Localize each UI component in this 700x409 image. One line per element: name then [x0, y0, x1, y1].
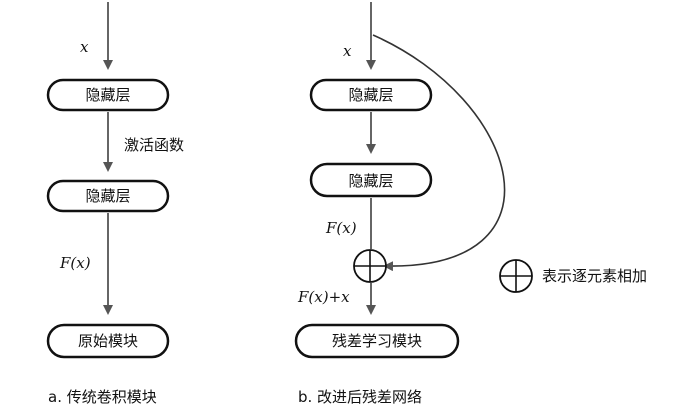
left-output-module-label: 原始模块	[78, 332, 138, 350]
right-hidden-layer-1	[309, 78, 433, 112]
left-input-label: x	[80, 38, 89, 56]
residual-module	[294, 323, 460, 359]
legend: 表示逐元素相加	[499, 259, 647, 293]
left-output-module	[46, 323, 170, 359]
left-caption: a. 传统卷积模块	[48, 388, 157, 406]
right-hidden-layer-1-label: 隐藏层	[348, 86, 393, 104]
elementwise-add-node	[353, 249, 387, 283]
residual-module-label: 残差学习模块	[332, 332, 422, 350]
right-fxx-label: F(x)+x	[297, 288, 350, 306]
right-input-label: x	[343, 42, 352, 60]
right-fx-label: F(x)	[325, 219, 357, 237]
right-diagram: x 隐藏层 隐藏层 F(x) F(x)+x 残差学习模块 b. 改进后残差网络	[294, 2, 506, 406]
right-hidden-layer-2-label: 隐藏层	[348, 172, 393, 190]
legend-label: 表示逐元素相加	[542, 267, 647, 285]
skip-connection-arrow	[372, 34, 506, 272]
left-fx-label: F(x)	[59, 254, 91, 272]
left-hidden-layer-2	[46, 179, 170, 213]
right-caption: b. 改进后残差网络	[298, 388, 422, 406]
legend-add-icon	[499, 259, 533, 293]
left-hidden-layer-2-label: 隐藏层	[85, 187, 130, 205]
right-hidden-layer-2	[309, 162, 433, 198]
left-activation-label: 激活函数	[124, 136, 184, 154]
left-hidden-layer-1-label: 隐藏层	[85, 86, 130, 104]
left-hidden-layer-1	[46, 78, 170, 112]
left-diagram: x 隐藏层 激活函数 隐藏层 F(x) 原始模块 a. 传统卷积模块	[46, 2, 184, 406]
